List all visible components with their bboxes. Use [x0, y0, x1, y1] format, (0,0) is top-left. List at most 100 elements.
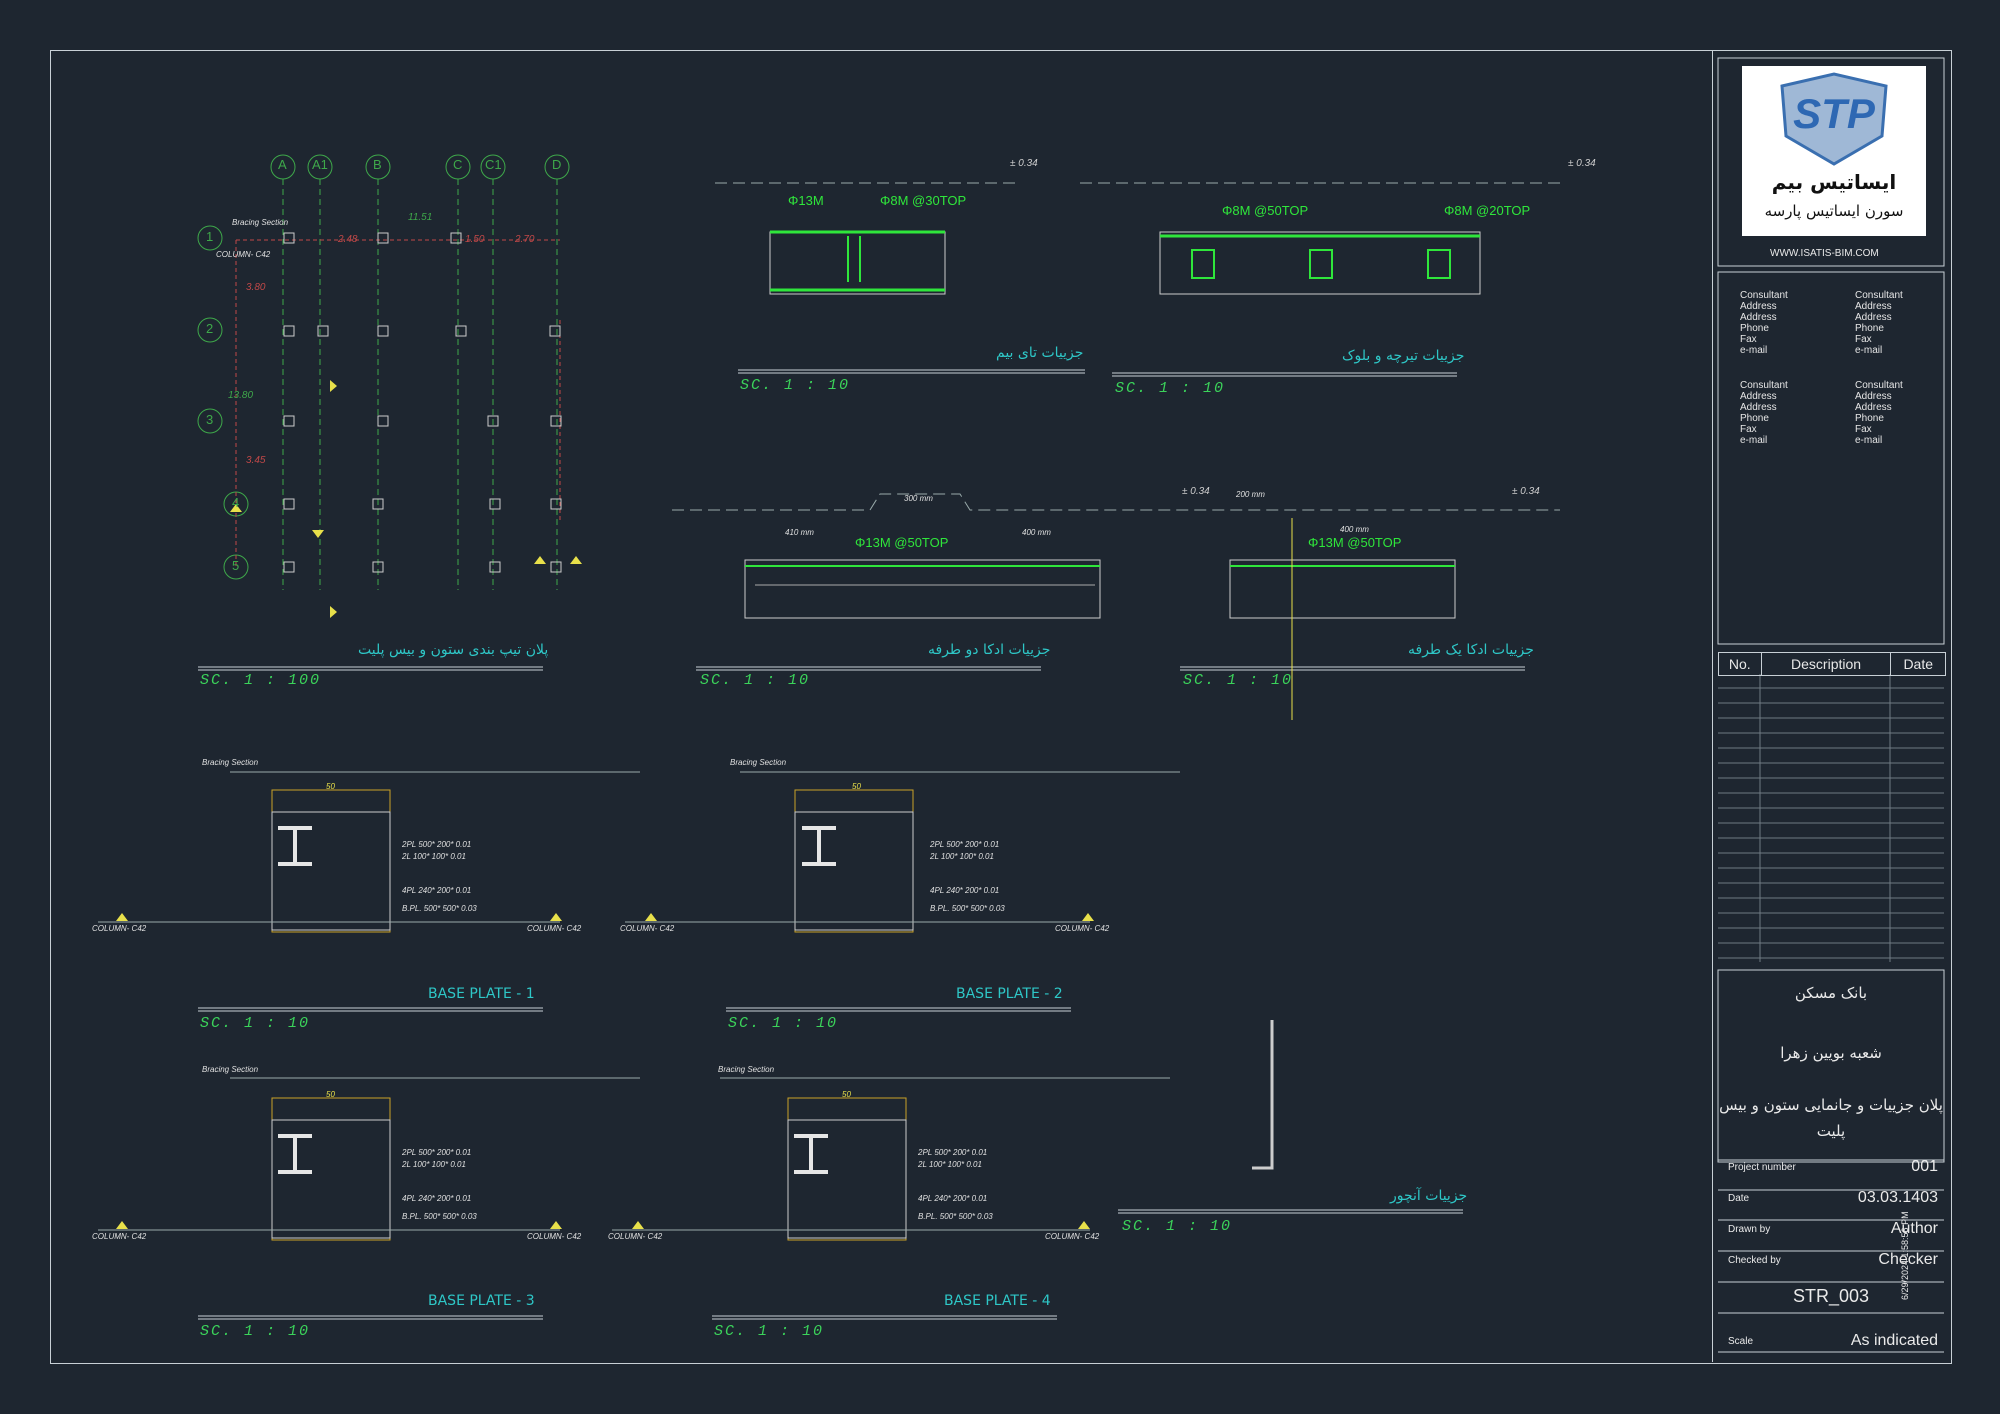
- bp1-note-4: B.PL. 500* 500* 0.03: [402, 904, 477, 913]
- titleblock-boxes: [1717, 57, 1945, 1353]
- bp4: [612, 1077, 1170, 1320]
- bp4-note-4: B.PL. 500* 500* 0.03: [918, 1212, 993, 1221]
- dim-13-80: 13.80: [228, 390, 254, 401]
- grid-label-c: C: [453, 157, 463, 172]
- client-name: بانک مسکن: [1794, 984, 1868, 1002]
- i-sections: [278, 826, 836, 1174]
- bp3-note-2: 2L 100* 100* 0.01: [402, 1160, 466, 1169]
- elevation-4: ± 0.34: [1512, 486, 1540, 497]
- elevation-3: ± 0.34: [1182, 486, 1210, 497]
- bp3: [98, 1077, 640, 1320]
- bp3-title: BASE PLATE - 3: [428, 1293, 535, 1309]
- bp1-col-right: COLUMN- C42: [527, 924, 582, 933]
- bp4-col-left: COLUMN- C42: [608, 1232, 663, 1241]
- branch-name: شعبه بویین زهرا: [1780, 1044, 1882, 1062]
- edge-details: [672, 493, 1560, 720]
- anchor-scale: SC. 1 : 10: [1122, 1218, 1233, 1235]
- rev-header-description: Description: [1762, 653, 1892, 675]
- drawn-by-label: Drawn by: [1728, 1224, 1771, 1235]
- bp1-note-2: 2L 100* 100* 0.01: [402, 852, 466, 861]
- bp4-bracing: Bracing Section: [718, 1065, 775, 1074]
- rebar-phi8m-30: Φ8M @30TOP: [880, 193, 967, 208]
- bp4-scale: SC. 1 : 10: [714, 1323, 825, 1340]
- rebar-phi13m: Φ13M: [788, 193, 824, 208]
- date-value: 03.03.1403: [1857, 1189, 1938, 1206]
- grid-label-d: D: [552, 157, 562, 172]
- drawn-by-value: Author: [1890, 1220, 1938, 1237]
- bp3-col-right: COLUMN- C42: [527, 1232, 582, 1241]
- tie-beam-detail: [715, 182, 1085, 374]
- bp2-note-1: 2PL 500* 200* 0.01: [930, 840, 1000, 849]
- bp1-note-1: 2PL 500* 200* 0.01: [402, 840, 472, 849]
- rev-header-date: Date: [1903, 656, 1934, 672]
- anchor-detail: [1118, 1020, 1463, 1214]
- bp1-bracing: Bracing Section: [202, 758, 259, 767]
- bp3-note-4: B.PL. 500* 500* 0.03: [402, 1212, 477, 1221]
- row-label-4: 4: [232, 495, 240, 510]
- rebar-phi8m-20: Φ8M @20TOP: [1444, 203, 1531, 218]
- edge1-scale: SC. 1 : 10: [1183, 672, 1294, 689]
- edge2-title: جزییات ادکا دو طرفه: [928, 642, 1051, 658]
- company-logo: STP ایساتیس بیم سورن ایساتیس پارسه: [1742, 66, 1926, 236]
- checked-by-value: Checker: [1878, 1251, 1938, 1268]
- bp4-note-2: 2L 100* 100* 0.01: [918, 1160, 982, 1169]
- grid-label-a: A: [278, 157, 287, 172]
- row-label-3: 3: [206, 412, 214, 427]
- dim-400mm-b: 400 mm: [1340, 525, 1369, 534]
- dim-3-45: 3.45: [246, 455, 266, 466]
- print-timestamp: 6/29/2024 1:58:56 PM: [1900, 1211, 1910, 1300]
- joist-block-detail: [1080, 182, 1560, 377]
- joist-title: جزییات تیرچه و بلوک: [1342, 348, 1465, 364]
- logo-fa-sub: سورن ایساتیس پارسه: [1764, 202, 1904, 220]
- bp2-note-4: B.PL. 500* 500* 0.03: [930, 904, 1005, 913]
- project-number-label: Project number: [1728, 1162, 1796, 1173]
- bp1: [98, 771, 640, 1012]
- bp2-col-right: COLUMN- C42: [1055, 924, 1110, 933]
- bp4-note-3: 4PL 240* 200* 0.01: [918, 1194, 988, 1203]
- bp4-col-right: COLUMN- C42: [1045, 1232, 1100, 1241]
- grid-label-a1: A1: [312, 157, 328, 172]
- tie-beam-title: جزییات تای بیم: [996, 345, 1084, 361]
- dim-300mm: 300 mm: [904, 494, 933, 503]
- bp2-col-left: COLUMN- C42: [620, 924, 675, 933]
- bp2-title: BASE PLATE - 2: [956, 986, 1063, 1002]
- row-label-5: 5: [232, 558, 240, 573]
- dim-1-50: 1.50: [465, 234, 485, 245]
- tie-beam-scale: SC. 1 : 10: [740, 377, 851, 394]
- plan-scale: SC. 1 : 100: [200, 672, 322, 689]
- grid-label-c1: C1: [485, 157, 502, 172]
- dim-11-51: 11.51: [408, 212, 433, 223]
- row-label-1: 1: [206, 229, 214, 244]
- bracing-label-plan: Bracing Section: [232, 218, 289, 227]
- bp3-dim-50: 50: [326, 1090, 335, 1099]
- title-block: [1712, 50, 1951, 1362]
- bp1-scale: SC. 1 : 10: [200, 1015, 311, 1032]
- drawing-frame: [50, 50, 1952, 1364]
- website[interactable]: WWW.ISATIS-BIM.COM: [1770, 248, 1879, 259]
- edge2-scale: SC. 1 : 10: [700, 672, 811, 689]
- sheet-number: STR_003: [1792, 1286, 1870, 1306]
- date-label: Date: [1728, 1193, 1750, 1204]
- rebar-phi8m-50: Φ8M @50TOP: [1222, 203, 1309, 218]
- bp4-dim-50: 50: [842, 1090, 851, 1099]
- bp2-note-2: 2L 100* 100* 0.01: [930, 852, 994, 861]
- sheet-title: پلان جزییات و جانمایی ستون و بیس پلیت: [1719, 1096, 1943, 1140]
- bp4-note-1: 2PL 500* 200* 0.01: [918, 1148, 988, 1157]
- dim-200mm: 200 mm: [1236, 490, 1265, 499]
- grid-label-b: B: [373, 157, 382, 172]
- dim-2-70: 2.70: [515, 234, 535, 245]
- bp1-dim-50: 50: [326, 782, 335, 791]
- bp1-title: BASE PLATE - 1: [428, 986, 535, 1002]
- scale-label: Scale: [1728, 1336, 1754, 1347]
- rebar-phi13m-50-a: Φ13M @50TOP: [855, 535, 949, 550]
- elevation-2: ± 0.34: [1568, 158, 1596, 169]
- joist-scale: SC. 1 : 10: [1115, 380, 1226, 397]
- bp3-note-3: 4PL 240* 200* 0.01: [402, 1194, 472, 1203]
- dim-410mm: 410 mm: [785, 528, 814, 537]
- dim-400mm-a: 400 mm: [1022, 528, 1051, 537]
- column-tag-plan: COLUMN- C42: [216, 250, 271, 259]
